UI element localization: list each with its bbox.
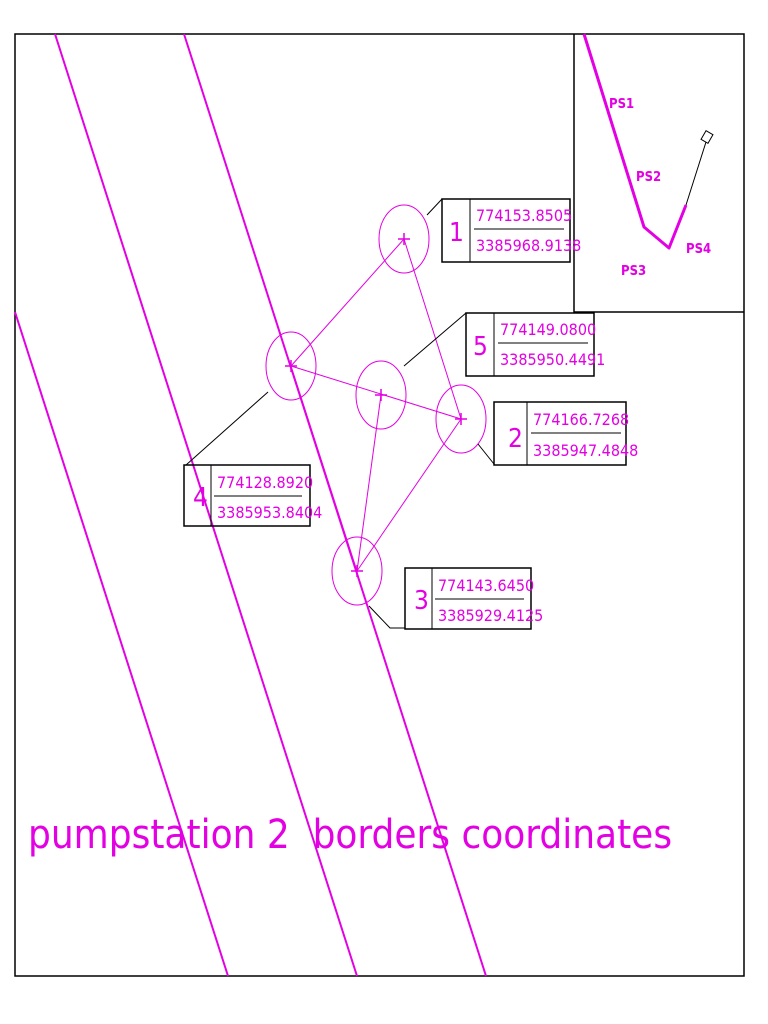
coordinate-label-1: 1 774153.8505 3385968.9138 xyxy=(441,198,581,263)
y-coordinate-4: 3385953.8404 xyxy=(217,503,322,522)
point-2-circle xyxy=(435,384,487,454)
key-map: PS1 PS2 PS3 PS4 xyxy=(582,33,714,279)
label-box-3 xyxy=(404,567,532,630)
point-number-1: 1 xyxy=(449,218,464,248)
key-map-connector xyxy=(685,141,707,206)
point-5-marker xyxy=(375,389,387,401)
leader-5 xyxy=(403,312,467,367)
point-5-circle xyxy=(355,360,407,430)
drawing-title: pumpstation 2 borders coordinates xyxy=(28,812,672,858)
leader-lines xyxy=(185,198,495,629)
point-4-marker xyxy=(285,360,297,372)
key-map-label-ps4: PS4 xyxy=(686,242,711,257)
y-coordinate-2: 3385947.4848 xyxy=(533,441,638,460)
x-coordinate-2: 774166.7268 xyxy=(533,410,629,429)
point-circles xyxy=(265,204,487,606)
point-2-marker xyxy=(455,413,467,425)
point-1-circle xyxy=(378,204,430,274)
key-map-marker xyxy=(700,129,714,145)
road-line-left xyxy=(14,311,229,977)
point-number-3: 3 xyxy=(414,586,429,616)
key-map-border xyxy=(573,34,744,313)
label-box-4 xyxy=(183,464,311,527)
road-line-right xyxy=(183,33,487,977)
y-coordinate-1: 3385968.9138 xyxy=(476,236,581,255)
x-coordinate-3: 774143.6450 xyxy=(438,576,534,595)
edge-4-2 xyxy=(290,365,462,420)
label-box-2 xyxy=(493,401,627,466)
x-coordinate-1: 774153.8505 xyxy=(476,206,572,225)
point-3-marker xyxy=(351,565,363,577)
leader-3 xyxy=(368,605,405,629)
point-number-2: 2 xyxy=(508,424,523,454)
y-coordinate-5: 3385950.4491 xyxy=(500,350,605,369)
coordinate-label-3: 3 774143.6450 3385929.4125 xyxy=(404,567,543,630)
road-lines xyxy=(14,33,487,977)
leader-4 xyxy=(185,391,269,466)
point-markers xyxy=(285,233,467,577)
edge-4-1 xyxy=(290,238,405,367)
edge-1-2 xyxy=(403,238,462,420)
coordinate-label-4: 4 774128.8920 3385953.8404 xyxy=(183,464,322,527)
leader-2 xyxy=(477,443,495,465)
key-map-label-ps1: PS1 xyxy=(609,97,634,112)
edge-3-4 xyxy=(290,365,358,572)
x-coordinate-4: 774128.8920 xyxy=(217,473,313,492)
key-map-label-ps3: PS3 xyxy=(621,264,646,279)
road-line-middle xyxy=(54,33,358,977)
point-4-circle xyxy=(265,331,317,401)
coordinate-label-5: 5 774149.0800 3385950.4491 xyxy=(465,312,605,377)
leader-1 xyxy=(426,198,443,216)
label-box-1 xyxy=(441,198,571,263)
plot-polygon xyxy=(290,238,462,572)
label-box-5 xyxy=(465,312,595,377)
x-coordinate-5: 774149.0800 xyxy=(500,320,596,339)
edge-5-3 xyxy=(356,394,382,572)
edge-2-3 xyxy=(356,418,462,572)
key-map-label-ps2: PS2 xyxy=(636,170,661,185)
point-1-marker xyxy=(398,233,410,245)
drawing-border xyxy=(14,33,745,977)
point-number-5: 5 xyxy=(473,332,488,362)
coordinate-label-2: 2 774166.7268 3385947.4848 xyxy=(493,401,638,466)
point-number-4: 4 xyxy=(193,483,208,513)
y-coordinate-3: 3385929.4125 xyxy=(438,606,543,625)
point-3-circle xyxy=(331,536,383,606)
key-map-route xyxy=(582,33,688,250)
